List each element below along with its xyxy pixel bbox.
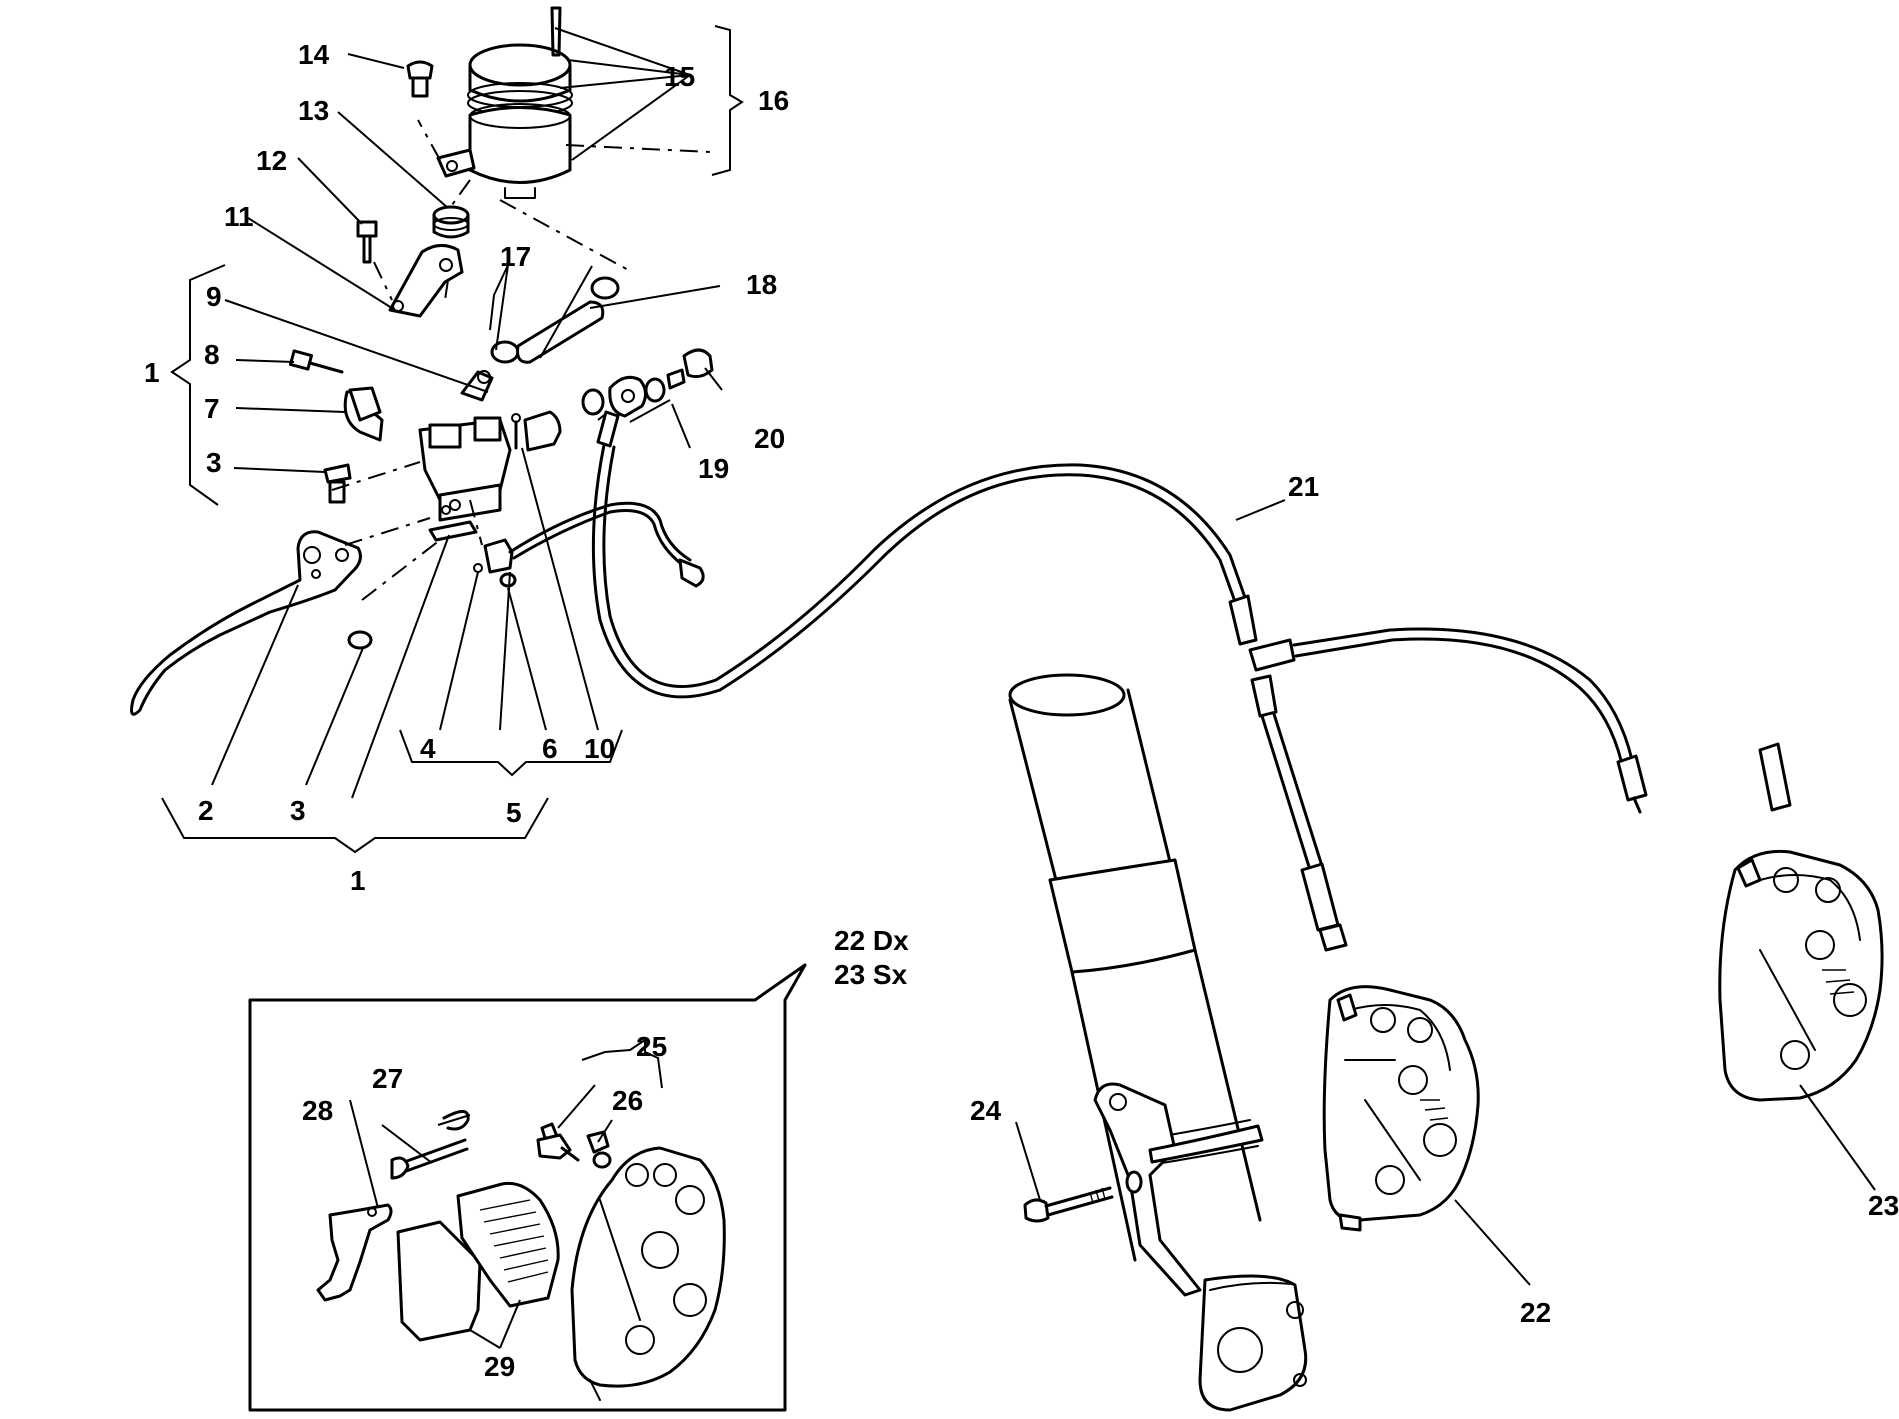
reservoir-screw (406, 60, 434, 98)
callout-28: 28 (302, 1095, 333, 1126)
callout-26: 26 (612, 1085, 643, 1116)
brake-pads (396, 1181, 560, 1342)
caliper-23 (1718, 849, 1884, 1102)
callout-1-left: 1 (144, 357, 160, 388)
caliper-22 (1322, 985, 1480, 1232)
callout-5: 5 (506, 797, 522, 828)
callout-13: 13 (298, 95, 329, 126)
callout-2: 2 (198, 795, 214, 826)
callout-23: 23 (1868, 1190, 1899, 1221)
mounting-bolt-12 (356, 220, 378, 264)
callout-18: 18 (746, 269, 777, 300)
callout-22-dx: 22 Dx (834, 925, 909, 956)
banjo-bolt (666, 348, 714, 390)
brake-lever (130, 530, 362, 716)
pivot-screw-3 (323, 463, 352, 504)
callout-10: 10 (584, 733, 615, 764)
pad-pin (390, 1110, 470, 1180)
callout-14: 14 (298, 39, 330, 70)
handlebar-clamp (343, 386, 384, 442)
wire-terminal (678, 558, 705, 588)
callout-3-bottom: 3 (290, 795, 306, 826)
bleeder-valve (536, 1122, 580, 1162)
callout-7: 7 (204, 393, 220, 424)
callout-17: 17 (500, 241, 531, 272)
brake-light-switch (473, 538, 517, 588)
master-cylinder-body (418, 410, 562, 542)
callout-labels: 14 13 12 11 9 1 8 7 3 17 18 20 19 15 16 … (144, 39, 1899, 1382)
callout-9: 9 (206, 281, 222, 312)
callout-23-sx: 23 Sx (834, 959, 908, 990)
callout-25: 25 (636, 1031, 667, 1062)
bleeder-cap (586, 1130, 612, 1169)
callout-4: 4 (420, 733, 436, 764)
grommet (432, 205, 470, 239)
assembly-lines (331, 119, 1476, 1111)
caliper-mounting-bolt (1023, 1170, 1143, 1223)
callout-3-left: 3 (206, 447, 222, 478)
clamp-bolt-8 (288, 349, 344, 374)
master-cylinder-assembly (130, 6, 714, 716)
callout-11: 11 (224, 201, 254, 232)
caliper-detail-inset (248, 963, 807, 1412)
switch-wire (508, 501, 692, 562)
callout-22: 22 (1520, 1297, 1551, 1328)
leader-lines (161, 25, 1876, 1349)
callout-6: 6 (542, 733, 558, 764)
hose-clamps-and-hose (490, 276, 620, 364)
brake-fluid-reservoir (436, 6, 573, 199)
callout-12: 12 (256, 145, 287, 176)
callout-21: 21 (1288, 471, 1319, 502)
callout-19: 19 (698, 453, 729, 484)
callout-1-bottom: 1 (350, 865, 366, 896)
callout-16: 16 (758, 85, 789, 116)
callout-27: 27 (372, 1063, 403, 1094)
callout-15: 15 (664, 61, 695, 92)
inset-caliper-body (570, 1146, 726, 1401)
banjo-fitting-9 (460, 370, 494, 402)
callout-8: 8 (204, 339, 220, 370)
callout-29: 29 (484, 1351, 515, 1382)
brake-lines (591, 443, 1792, 952)
fork-leg (1008, 673, 1308, 1412)
pad-spring (316, 1203, 393, 1302)
callout-20: 20 (754, 423, 785, 454)
switch-bracket (388, 244, 464, 318)
lever-nut (347, 630, 373, 650)
banjo-union (581, 375, 666, 448)
callout-24: 24 (970, 1095, 1002, 1126)
